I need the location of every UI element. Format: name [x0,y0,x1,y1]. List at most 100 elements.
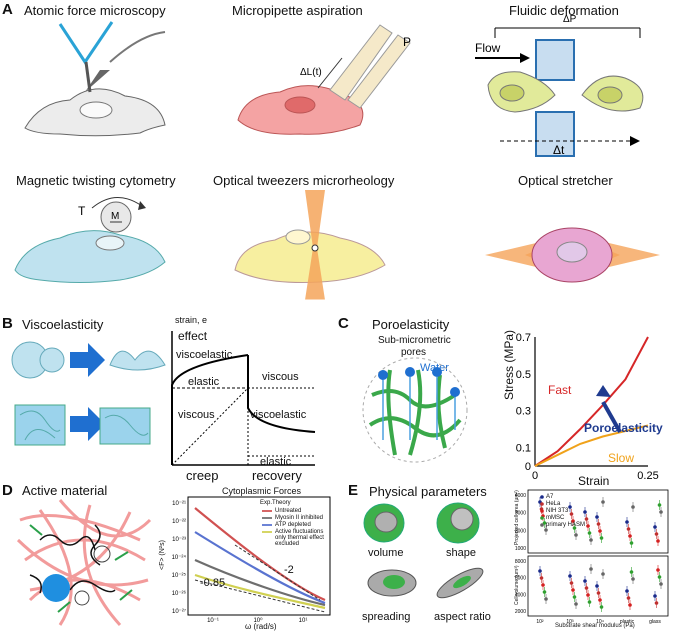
recovery-label: recovery [252,468,302,483]
phys-data-point [659,582,663,586]
panel-label-b: B [2,315,13,332]
phys-data-point [587,600,592,604]
legend-active: Active fluctuations only thermal effect … [275,529,324,547]
panel-a-illustrations: ΔL(t) P ΔP Flow Δt T M [0,14,675,300]
phys-data-point [631,577,635,581]
phys-data-point [599,605,604,609]
phys-data-point [542,590,547,594]
delta-t-label: Δt [553,143,565,157]
fluidic-illustration [475,27,644,157]
phys-data-point [626,527,631,531]
optical-stretcher-title: Optical stretcher [518,173,613,188]
phys-y-tick-label: 2000 [515,609,526,615]
cyto-y-tick-label: 10⁻²³ [172,537,186,543]
phys-data-point [626,596,631,600]
active-material-title: Active material [22,483,108,498]
legend-atp: ATP depleted [275,522,311,528]
elastic-right-label: elastic [260,456,292,468]
phys-data-point [601,572,605,576]
flow-label: Flow [475,41,501,55]
poro-x-tick-label: 0 [532,470,538,482]
phys-legend-marker [540,502,544,506]
cyto-chart-title: Cytoplasmic Forces [222,487,301,496]
shape-label: shape [446,547,476,559]
spreading-label: spreading [362,611,411,623]
cyto-y-tick-label: 10⁻²² [172,519,186,525]
cyto-y-tick-label: 10⁻²⁶ [172,590,187,597]
viscous-left-label: viscous [178,409,215,421]
cyto-title-text: Cytoplasmic Forces [222,486,302,496]
phys-data-point [584,517,589,521]
phys-data-point [541,514,545,518]
phys-data-point [631,505,635,509]
phys-data-point [599,536,604,540]
cyto-x-axis-label: ω (rad/s) [245,622,277,631]
phys-data-point [539,507,544,511]
phys-legend-a7: A7 [546,494,554,500]
cyto-y-axis-label: <F> (N²s) [159,540,166,570]
phys-data-point [587,531,592,535]
cyto-x-tick-label: 10¹ [299,618,308,624]
poro-y-tick-label: 0.3 [516,406,531,418]
volume-label: volume [368,547,404,559]
slope-guide-line [234,544,321,601]
slow-label: Slow [608,451,635,465]
poro-y-tick-label: 0.1 [516,443,531,455]
viscoelasticity-title: Viscoelasticity [22,317,104,332]
phys-legend-marker [540,516,544,520]
phys-y-bottom-label: Cell volume (µm³) [514,565,520,605]
phys-legend-marker [540,523,544,527]
phys-data-point [629,541,634,545]
phys-legend-nih: NIH 3T3 [546,508,569,514]
pores-subtitle-2: pores [401,347,427,358]
elastic-left-label: elastic [188,376,220,388]
phys-data-point [598,529,602,533]
phys-data-point [538,500,542,504]
phys-data-point [654,601,659,605]
phys-data-point [574,533,578,537]
slope-minus-2: -2 [284,564,294,576]
physical-parameters-title: Physical parameters [369,484,487,499]
phys-data-point [595,515,599,519]
panel-label-c: C [338,315,349,332]
effect-label: effect [178,329,208,343]
phys-legend-marker [540,495,544,499]
phys-data-point [574,602,578,606]
water-label: Water [420,362,449,374]
phys-data-point [583,510,587,514]
poro-series-line [534,336,649,467]
phys-y-tick-label: 1000 [515,546,526,552]
phys-data-point [583,579,587,583]
poroelasticity-arrow-label: Poroelasticity [584,421,663,435]
optical-tweezers-title: Optical tweezers microrheology [213,173,395,188]
micropipette-title: Micropipette aspiration [232,3,363,18]
phys-x-axis-label: Substrate shear modulus (Pa) [555,623,635,629]
stress-axis-label: Stress (MPa) [502,329,516,400]
phys-x-tick-label: glass [649,619,661,625]
phys-data-point [539,576,544,580]
afm-illustration [24,21,166,137]
phys-data-point [625,520,629,524]
fluidic-title: Fluidic deformation [509,3,619,18]
legend-untreated: Untreated [275,508,302,514]
phys-data-point [544,597,548,601]
phys-x-tick-label: 10² [536,619,544,625]
cyto-y-tick-label: 10⁻²⁵ [172,572,187,579]
phys-data-point [538,569,542,573]
phys-frame [527,555,669,617]
phys-data-point [589,567,593,571]
viscoelastic-right-label: viscoelastic [250,409,307,421]
cyto-y-tick-label: 10⁻²⁴ [172,554,187,561]
cyto-y-tick-label: 10⁻²⁷ [172,608,186,615]
panel-label-e: E [348,482,359,499]
phys-data-point [657,503,662,507]
pressure-p-label: P [403,35,411,49]
phys-data-point [596,591,601,595]
phys-data-point [653,525,657,529]
phys-data-point [625,589,629,593]
phys-data-point [584,586,589,590]
poro-y-tick-label: 0 [525,461,531,473]
viscoelastic-left-label: viscoelastic [176,349,233,361]
phys-data-point [595,584,599,588]
phys-data-point [657,575,662,579]
